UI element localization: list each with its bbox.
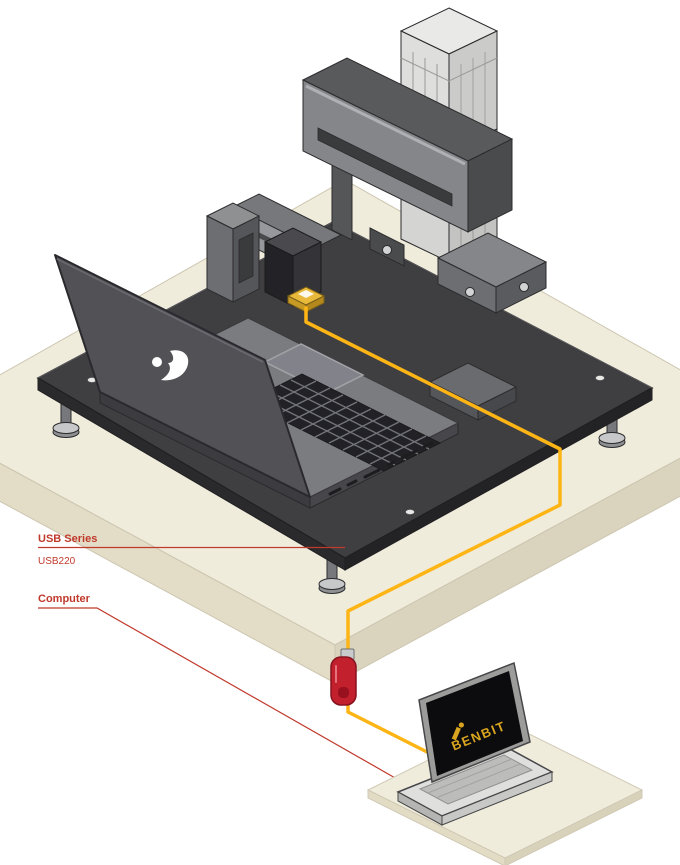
leveling-foot-front: [318, 551, 346, 594]
dongle-body: [330, 656, 357, 706]
usb-series-label: USB Series: [38, 533, 97, 545]
support-bracket-front-left: [206, 215, 234, 303]
benbit-logo-icon: [451, 726, 461, 741]
support-bracket-slot: [238, 232, 254, 284]
tower-seam: [400, 57, 498, 82]
host-screen: [426, 671, 523, 776]
callout-computer: Computer: [38, 593, 405, 784]
computer-leader-line: [38, 607, 405, 784]
host-keyboard: [418, 754, 534, 805]
host-computer: BENBIT: [396, 661, 554, 826]
bolt-c: [519, 282, 529, 292]
laptop-under-test: [54, 254, 460, 509]
usb-dongle: [330, 648, 357, 706]
tower-base: [436, 232, 548, 314]
laptop-ports: [328, 441, 434, 496]
test-gantry: [205, 7, 548, 314]
laptop-lid: [54, 254, 311, 498]
laptop-keyboard: [244, 373, 442, 472]
laptop-lid-edge-highlight: [56, 258, 264, 363]
laptop-logo: [152, 350, 189, 381]
leveling-foot-left: [52, 395, 80, 438]
beam-top-highlight: [305, 84, 466, 166]
keyboard-grid: [256, 379, 430, 466]
usb-model-label: USB220: [38, 556, 76, 567]
host-deck-front-right: [441, 771, 553, 826]
bolt-b: [465, 287, 475, 297]
dongle-lower-inset: [338, 687, 349, 698]
mounting-holes: [87, 375, 605, 515]
callout-usb-series: USB Series USB220: [38, 533, 345, 567]
device-under-test: [286, 286, 326, 313]
host-keyboard-lines: [427, 758, 521, 799]
device-label-sticker: [298, 290, 314, 298]
gantry-beam: [301, 57, 514, 267]
bolt-a: [382, 245, 392, 255]
benbit-logo-dot: [458, 722, 464, 728]
computer-label: Computer: [38, 593, 91, 605]
beam-slot: [317, 127, 453, 207]
